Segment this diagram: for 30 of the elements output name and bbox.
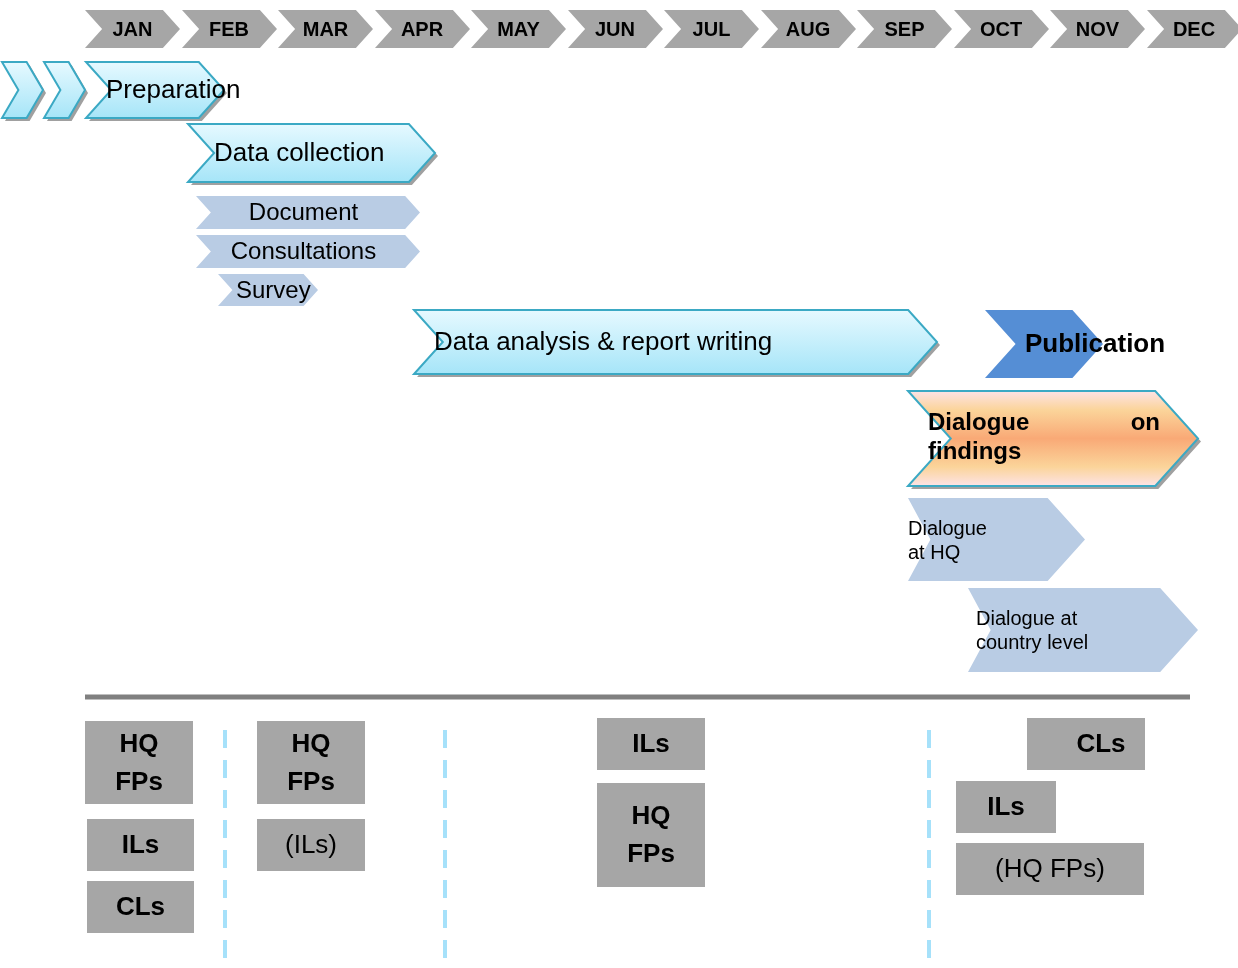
month-banner: JUN	[567, 10, 663, 48]
month-banner: MAY	[471, 10, 566, 48]
month-banner: JAN	[85, 10, 180, 48]
month-banner: APR	[374, 10, 470, 48]
stakeholder-box: ILs	[87, 819, 194, 871]
stakeholder-box: CLs	[1027, 718, 1145, 770]
activity-banner: Document	[196, 196, 420, 229]
month-banner: OCT	[953, 10, 1049, 48]
month-banner: FEB	[181, 10, 277, 48]
month-banner: AUG	[760, 10, 856, 48]
stakeholder-box: HQ FPs	[597, 783, 705, 887]
stakeholder-box: (ILs)	[257, 819, 365, 871]
month-banner: SEP	[857, 10, 952, 48]
month-banner: MAR	[278, 10, 373, 48]
activity-banner: Dialogue at HQ	[908, 498, 1085, 581]
activity-banner: Consultations	[196, 235, 420, 268]
stakeholder-box: ILs	[956, 781, 1056, 833]
stakeholder-box: CLs	[87, 881, 194, 933]
stakeholder-box: HQ FPs	[257, 721, 365, 804]
activity-banner: Dialogue at country level	[968, 588, 1198, 672]
month-banner: JUL	[664, 10, 759, 48]
phase-banner	[44, 62, 85, 118]
phase-banner	[2, 62, 43, 118]
stakeholder-box: ILs	[597, 718, 705, 770]
month-banner: NOV	[1050, 10, 1145, 48]
phase-banner: Data collection	[188, 124, 435, 182]
phase-banner: Data analysis & report writing	[414, 310, 937, 374]
stakeholder-box: (HQ FPs)	[956, 843, 1144, 895]
month-banner: DEC	[1146, 10, 1238, 48]
stakeholder-box: HQ FPs	[85, 721, 193, 804]
